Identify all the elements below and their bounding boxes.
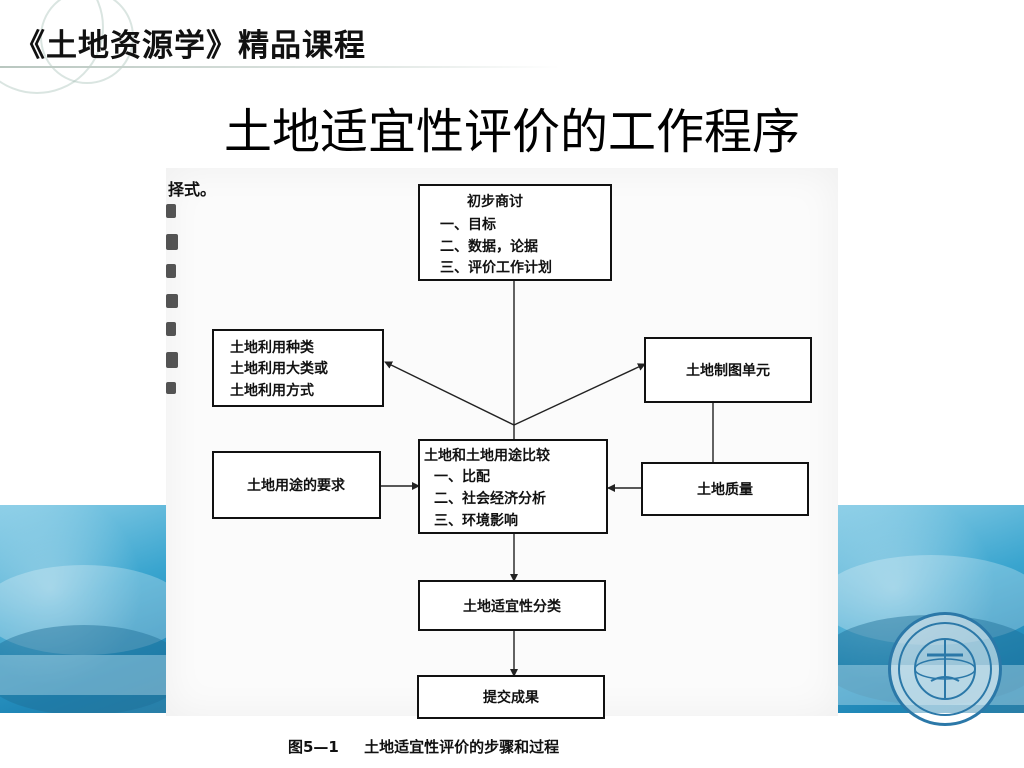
scan-artifact (166, 264, 176, 278)
node-comparison: 土地和土地用途比较 一、比配 二、社会经济分析 三、环境影响 (418, 439, 608, 534)
node-line: 初步商讨 (467, 193, 523, 210)
node-line: 土地利用种类 (230, 339, 315, 356)
flow-edges (380, 280, 714, 677)
scan-artifact (166, 204, 176, 218)
decor-circle (40, 0, 134, 84)
node-line: 土地质量 (697, 481, 753, 498)
node-suitability-classification: 土地适宜性分类 (418, 580, 606, 631)
course-title: 《土地资源学》精品课程 (14, 28, 366, 64)
node-submit-results: 提交成果 (417, 675, 605, 719)
node-line: 土地适宜性分类 (463, 598, 562, 615)
header-rule (0, 66, 560, 68)
scan-artifact (166, 294, 178, 308)
figure-caption: 图5—1 土地适宜性评价的步骤和过程 (288, 738, 560, 756)
seal-icon (898, 622, 992, 716)
node-line: 提交成果 (483, 689, 540, 706)
node-line: 三、评价工作计划 (440, 259, 552, 276)
scan-artifact (166, 352, 178, 368)
node-land-use-requirements: 土地用途的要求 (212, 451, 381, 519)
node-line: 一、比配 (434, 468, 490, 485)
scan-artifact (166, 234, 178, 250)
node-line: 土地利用方式 (230, 382, 314, 399)
node-line: 二、社会经济分析 (434, 490, 546, 507)
node-mapping-units: 土地制图单元 (644, 337, 812, 403)
node-line: 土地和土地用途比较 (424, 447, 550, 464)
slide-title: 土地适宜性评价的工作程序 (223, 104, 800, 160)
photo-left (0, 505, 168, 713)
node-line: 二、数据，论据 (440, 238, 538, 255)
node-line: 土地利用大类或 (230, 360, 328, 377)
node-land-quality: 土地质量 (641, 462, 809, 516)
node-line: 土地制图单元 (686, 362, 770, 379)
scan-artifact (166, 322, 176, 336)
node-land-use-types: 土地利用种类 土地利用大类或 土地利用方式 (212, 329, 384, 407)
edge-to-land-use-types (384, 361, 515, 426)
edge-to-mapping-units (513, 363, 646, 426)
university-seal-logo (888, 612, 1002, 726)
scan-artifact (166, 382, 176, 394)
node-line: 一、目标 (440, 216, 496, 233)
node-preliminary: 初步商讨 一、目标 二、数据，论据 三、评价工作计划 (418, 184, 612, 281)
node-line: 三、环境影响 (434, 512, 518, 529)
node-line: 土地用途的要求 (247, 477, 346, 494)
scan-text-fragment: 择式。 (168, 180, 217, 199)
